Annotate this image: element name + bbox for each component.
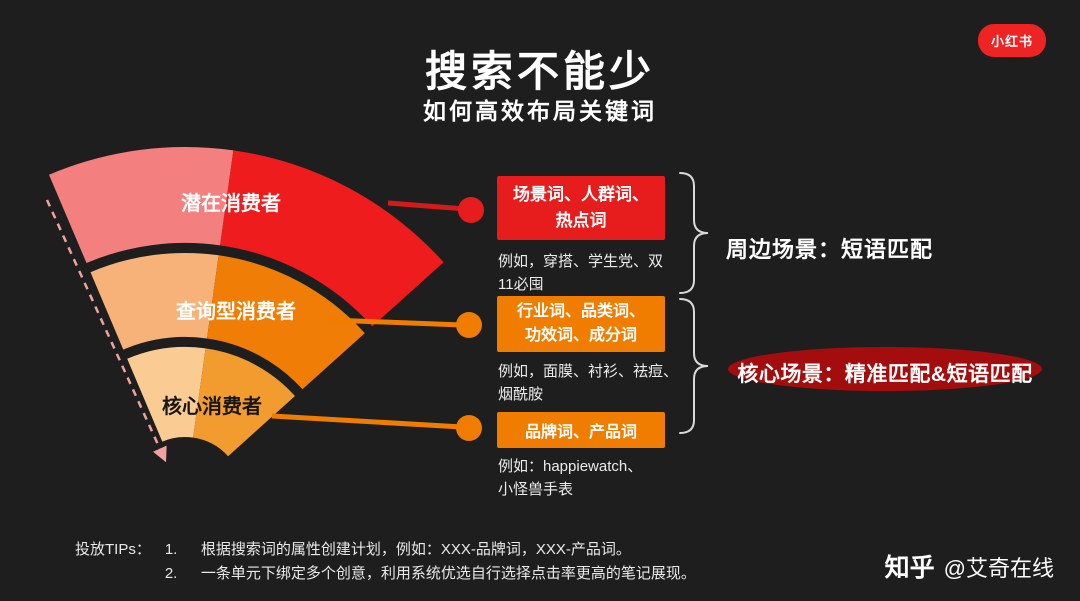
- tip-item: 1. 根据搜索词的属性创建计划，例如：XXX-品牌词，XXX-产品词。: [165, 538, 696, 562]
- funnel-label-query: 查询型消费者: [176, 299, 296, 323]
- match-label-core: 核心场景：精准匹配&短语匹配: [737, 363, 1033, 386]
- match-label-peripheral: 周边场景：短语匹配: [726, 237, 934, 262]
- tips-list: 1. 根据搜索词的属性创建计划，例如：XXX-品牌词，XXX-产品词。 2. 一…: [165, 538, 696, 586]
- funnel-segment-bottom-left: [127, 346, 206, 442]
- connector-dot-3: [456, 415, 482, 441]
- tips-section: 投放TIPs： 1. 根据搜索词的属性创建计划，例如：XXX-品牌词，XXX-产…: [75, 538, 696, 586]
- core-highlight-ellipse: [728, 347, 1042, 391]
- connector-line-1: [387, 200, 467, 212]
- funnel-segment-bottom-right: [193, 348, 295, 457]
- page-title: 搜索不能少: [424, 48, 655, 95]
- funnel-segment-mid-right: [207, 255, 365, 390]
- funnel-segment-top-left: [49, 147, 234, 263]
- page-subtitle: 如何高效布局关键词: [423, 98, 657, 124]
- tip-number: 2.: [164, 565, 178, 582]
- keyword-example-industry: 例如，面膜、衬衫、祛痘、 烟酰胺: [498, 363, 679, 404]
- keyword-box-brand: 品牌词、产品词: [497, 412, 665, 448]
- watermark-handle: @艾奇在线: [943, 556, 1054, 581]
- brace-peripheral-icon: [679, 172, 709, 294]
- watermark: 知乎 @艾奇在线: [885, 548, 1054, 584]
- funnel-label-core: 核心消费者: [162, 394, 262, 418]
- keyword-example-scene: 例如，穿搭、学生党、双 11必囤: [498, 253, 664, 294]
- keyword-box-industry: 行业词、品类词、 功效词、成分词: [497, 296, 665, 352]
- connector-dot-1: [458, 197, 484, 223]
- funnel-label-potential: 潜在消费者: [181, 191, 281, 215]
- funnel-direction-arrow-icon: [45, 199, 167, 463]
- keyword-box-scene: 场景词、人群词、 热点词: [497, 176, 665, 240]
- funnel-segment-top-right: [220, 150, 444, 327]
- brace-core-icon: [679, 298, 709, 434]
- connector-line-2: [329, 317, 463, 328]
- funnel-segment-mid-left: [90, 252, 219, 350]
- connector-line-3: [271, 413, 463, 430]
- keyword-example-brand: 例如：happiewatch、 小怪兽手表: [498, 458, 643, 499]
- tip-number: 1.: [164, 541, 178, 558]
- tip-text: 一条单元下绑定多个创意，利用系统优选自行选择点击率更高的笔记展现。: [200, 565, 696, 582]
- connector-dot-2: [456, 312, 482, 338]
- tip-item: 2. 一条单元下绑定多个创意，利用系统优选自行选择点击率更高的笔记展现。: [165, 562, 696, 586]
- watermark-brand: 知乎: [884, 554, 935, 582]
- xiaohongshu-logo: 小红书: [977, 24, 1046, 57]
- tip-text: 根据搜索词的属性创建计划，例如：XXX-品牌词，XXX-产品词。: [200, 541, 631, 558]
- tips-heading: 投放TIPs：: [75, 541, 151, 558]
